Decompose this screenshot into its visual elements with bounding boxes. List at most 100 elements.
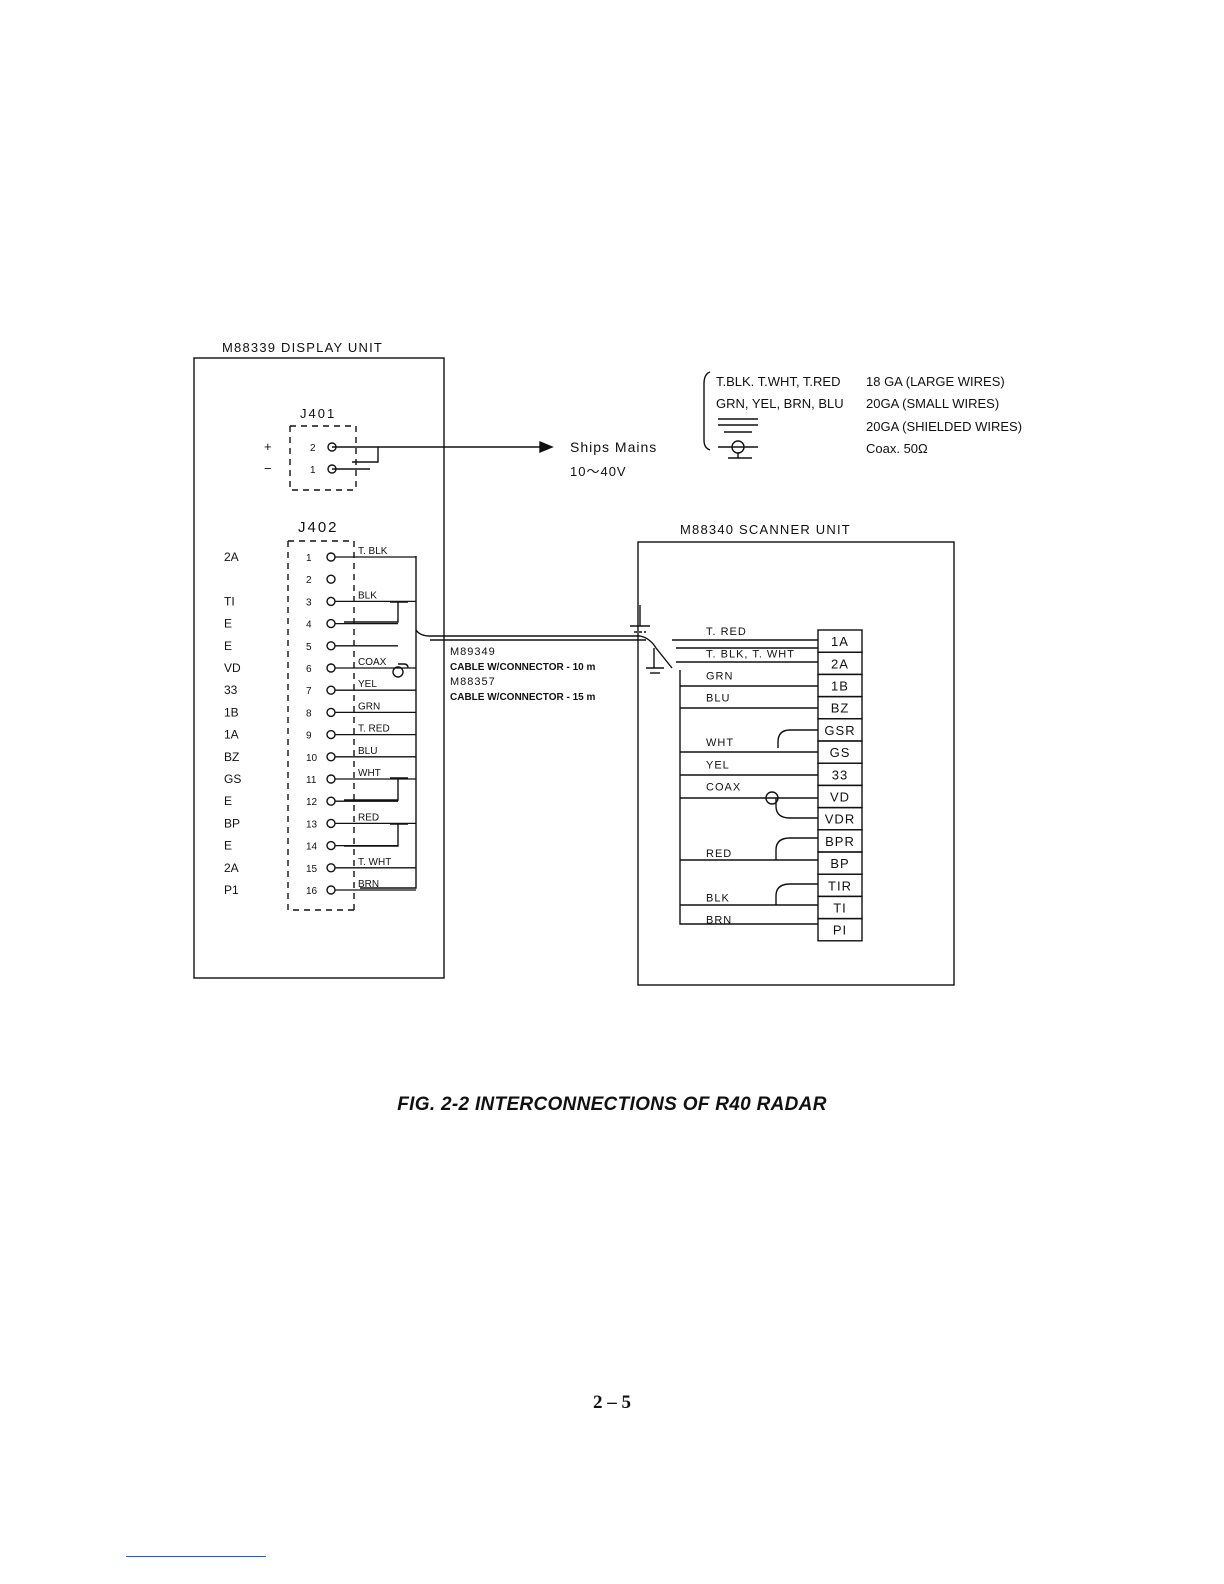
shielded-wire-symbol-icon <box>718 418 758 433</box>
j402-pin-terminal <box>326 885 336 895</box>
coax-symbol-icon <box>718 440 758 459</box>
j401-pin-number: 1 <box>310 465 316 476</box>
j402-pin-number: 16 <box>306 886 318 897</box>
j402-signal-label: E <box>224 639 232 653</box>
j402-pin-number: 10 <box>306 753 318 764</box>
scanner-terminal: PI <box>817 917 863 942</box>
scanner-terminal-label: BP <box>830 856 849 871</box>
legend-row-1-wires: T.BLK. T.WHT, T.RED <box>716 374 841 389</box>
scanner-wire-label: GRN <box>706 671 733 683</box>
j402-pin-row: P1 16 BRN <box>224 879 416 897</box>
cable-line-3: M88357 <box>450 676 496 688</box>
footer-rule <box>126 1556 266 1557</box>
j402-pin-terminal <box>326 863 336 873</box>
j402-wire-label: BRN <box>358 879 379 890</box>
j402-signal-label: P1 <box>224 883 239 897</box>
j402-pin-row: E 14 <box>224 839 398 853</box>
display-unit-title: M88339 DISPLAY UNIT <box>222 340 383 355</box>
j402-wire-label: YEL <box>358 679 377 690</box>
scanner-terminal: 1A <box>817 629 863 653</box>
j402-pin-terminal <box>326 663 336 673</box>
scanner-wire-label: BLU <box>706 693 730 705</box>
j402-pin-number: 6 <box>306 664 312 675</box>
legend-row-3-spec: 20GA (SHIELDED WIRES) <box>866 419 1022 434</box>
mains-voltage: 10～40V <box>570 464 627 479</box>
scanner-wire-label: BRN <box>706 915 732 927</box>
j402-signal-label: 1A <box>224 728 239 742</box>
j402-pin-terminal <box>326 774 336 784</box>
scanner-terminal: 1B <box>817 673 863 698</box>
j402-signal-label: TI <box>224 594 235 608</box>
j402-pin-number: 5 <box>306 642 312 653</box>
legend-row-2-spec: 20GA (SMALL WIRES) <box>866 396 999 411</box>
j401-pin-sign: − <box>264 461 272 476</box>
j402-signal-label: 2A <box>224 861 239 875</box>
scanner-wire-label: T. RED <box>706 626 747 638</box>
j402-pin-number: 14 <box>306 842 318 853</box>
j402-pin-terminal <box>326 641 336 651</box>
j402-signal-label: E <box>224 839 232 853</box>
scanner-terminal-label: 1B <box>831 679 849 694</box>
j402-wire-label: BLK <box>358 590 377 601</box>
j402-signal-label: E <box>224 617 232 631</box>
j402-pin-terminal <box>326 752 336 762</box>
j402-pin-terminal <box>326 552 336 562</box>
mains-arrow-icon <box>539 440 554 454</box>
j401-pin-number: 2 <box>310 443 316 454</box>
j401-label: J401 <box>300 406 336 421</box>
harness-bundle <box>360 556 673 889</box>
scanner-unit-box <box>637 541 955 986</box>
scanner-wire-label: COAX <box>706 782 741 794</box>
j401-pin-terminal <box>327 464 337 474</box>
j402-pin-number: 8 <box>306 708 312 719</box>
scanner-terminal-cell <box>817 917 863 942</box>
j402-signal-label: E <box>224 794 232 808</box>
scanner-terminal: 33 <box>817 762 863 787</box>
scanner-terminal-label: 2A <box>831 656 849 671</box>
j402-wire-label: RED <box>358 812 379 823</box>
cable-ground-symbol-icon <box>630 605 664 674</box>
j402-pin-terminal <box>326 685 336 695</box>
j402-wire-label: T. RED <box>358 724 390 735</box>
cable-line-4: CABLE W/CONNECTOR - 15 m <box>450 692 595 703</box>
scanner-terminal-label: PI <box>833 923 847 938</box>
j402-pin-terminal <box>326 596 336 607</box>
scanner-terminal: GS <box>817 740 863 764</box>
j402-pin-number: 9 <box>306 731 312 742</box>
j402-signal-label: 1B <box>224 705 239 719</box>
j402-pin-terminal <box>326 618 336 629</box>
mains-label: Ships Mains <box>570 439 657 455</box>
page-number: 2 – 5 <box>593 1392 631 1413</box>
mains-wire-plus <box>332 446 379 463</box>
vd-coax-icon <box>765 791 779 805</box>
j402-wire-label: BLU <box>358 746 377 757</box>
figure-caption: FIG. 2-2 INTERCONNECTIONS OF R40 RADAR <box>397 1094 827 1115</box>
j402-signal-label: VD <box>224 661 241 675</box>
scanner-wire-label: RED <box>706 848 732 860</box>
scanner-wire-label: WHT <box>706 737 734 749</box>
scanner-terminal-label: TI <box>833 901 847 916</box>
j402-signal-label: BP <box>224 816 240 830</box>
scanner-wire-label: T. BLK, T. WHT <box>706 648 795 660</box>
legend-row-1-spec: 18 GA (LARGE WIRES) <box>866 374 1005 389</box>
scanner-terminal: BP <box>817 851 863 875</box>
j402-wire-label: T. WHT <box>358 857 391 868</box>
scanner-terminal: VD <box>817 784 863 809</box>
bpr-drain <box>775 837 818 860</box>
scanner-terminal: BZ <box>817 695 863 720</box>
j402-pin-terminal <box>326 840 336 851</box>
tir-drain <box>775 883 818 905</box>
scanner-terminal: VDR <box>817 806 863 831</box>
